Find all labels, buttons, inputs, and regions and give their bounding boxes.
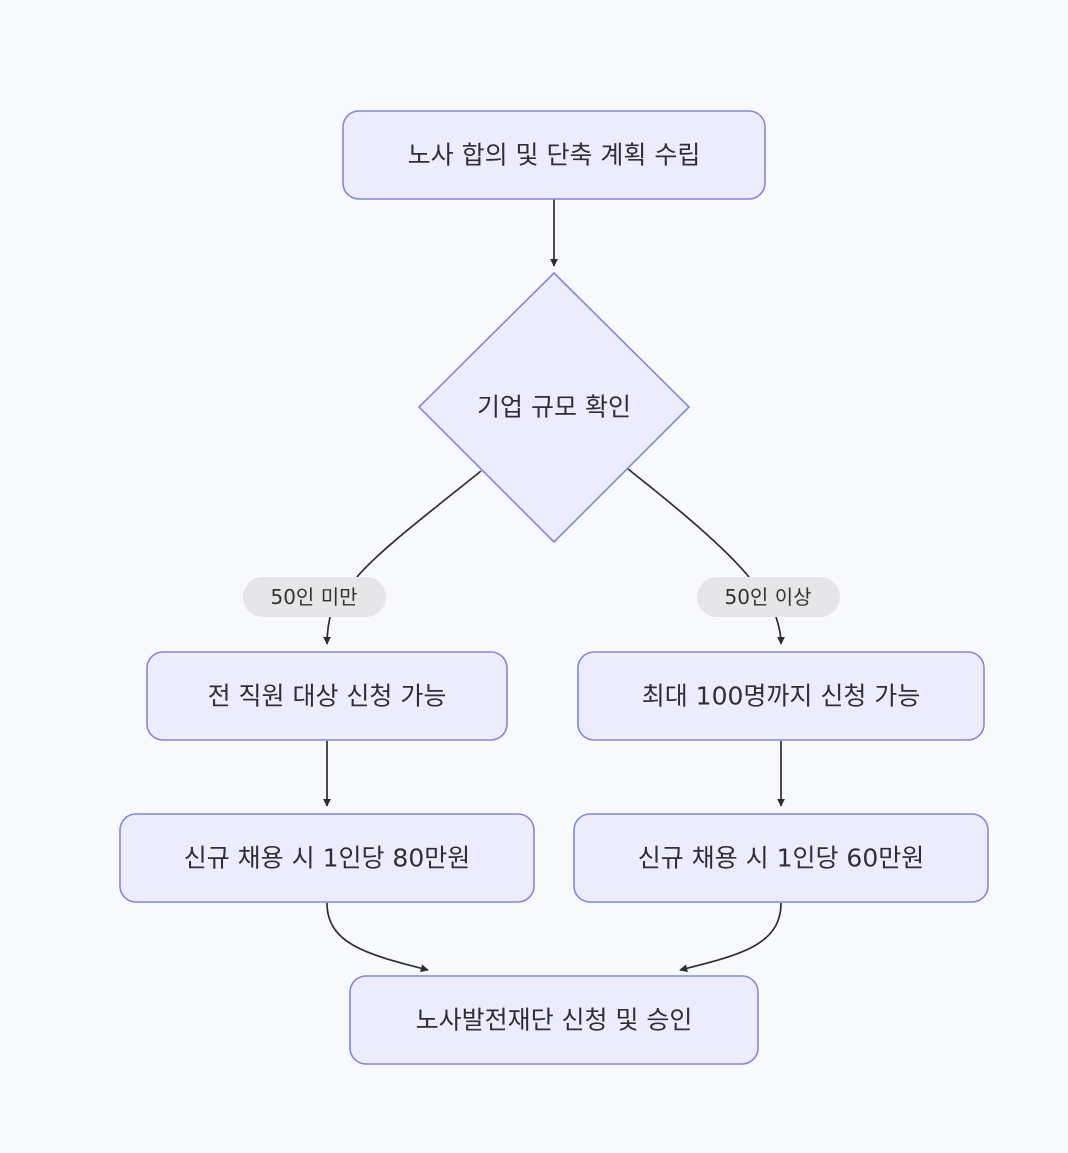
- edge-label-left: 50인 미만: [243, 577, 386, 617]
- node-left-1-box[interactable]: [146, 651, 508, 741]
- node-left-1[interactable]: 전 직원 대상 신청 가능: [146, 651, 508, 741]
- node-decision-diamond[interactable]: [417, 271, 691, 544]
- node-left-2[interactable]: 신규 채용 시 1인당 80만원: [119, 813, 535, 903]
- edge-label-left-text: 50인 미만: [270, 585, 357, 609]
- edge-decision-to-left-lower: [323, 616, 332, 645]
- edge-label-left-bg: [243, 577, 386, 617]
- node-end-box[interactable]: [349, 975, 759, 1065]
- node-right-2-label: 신규 채용 시 1인당 60만원: [638, 844, 925, 873]
- node-end[interactable]: 노사발전재단 신청 및 승인: [349, 975, 759, 1065]
- edge-left2-to-end: [326, 902, 429, 973]
- edge-decision-to-right: [627, 468, 750, 578]
- edge-label-right-text: 50인 이상: [724, 585, 811, 609]
- node-right-2-box[interactable]: [573, 813, 989, 903]
- node-left-2-label: 신규 채용 시 1인당 80만원: [184, 844, 471, 873]
- node-start-box[interactable]: [342, 110, 766, 200]
- node-start[interactable]: 노사 합의 및 단축 계획 수립: [342, 110, 766, 200]
- node-end-label: 노사발전재단 신청 및 승인: [416, 1006, 693, 1035]
- edge-label-right-bg: [697, 577, 840, 617]
- edge-decision-to-right-lower: [775, 616, 785, 645]
- node-decision-label: 기업 규모 확인: [477, 393, 631, 422]
- edge-label-right: 50인 이상: [697, 577, 840, 617]
- node-right-1[interactable]: 최대 100명까지 신청 가능: [577, 651, 985, 741]
- node-left-1-label: 전 직원 대상 신청 가능: [208, 682, 447, 711]
- node-right-2[interactable]: 신규 채용 시 1인당 60만원: [573, 813, 989, 903]
- node-start-label: 노사 합의 및 단축 계획 수립: [408, 141, 701, 170]
- node-left-2-box[interactable]: [119, 813, 535, 903]
- node-decision[interactable]: 기업 규모 확인: [417, 271, 691, 544]
- node-right-1-label: 최대 100명까지 신청 가능: [642, 682, 921, 711]
- edges: [323, 199, 785, 973]
- node-right-1-box[interactable]: [577, 651, 985, 741]
- edge-decision-to-left: [356, 470, 482, 578]
- edge-right2-to-end: [679, 902, 782, 973]
